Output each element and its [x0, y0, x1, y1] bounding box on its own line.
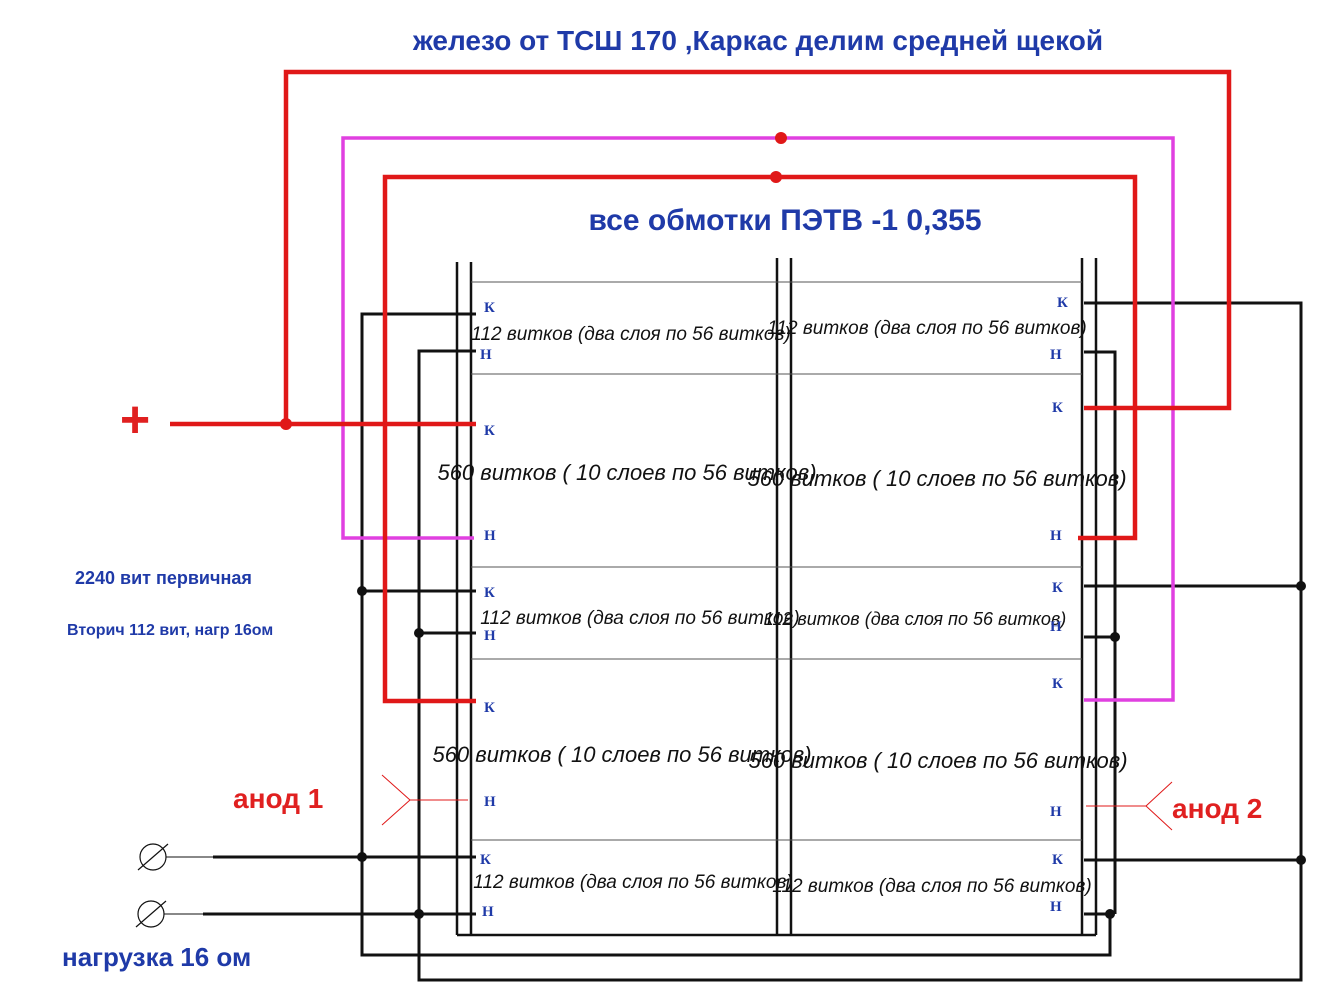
section-left-2-label: 560 витков ( 10 слоев по 56 витков) — [437, 460, 816, 485]
terminal-h-left-3: Н — [484, 628, 496, 644]
load-terminal-2-icon — [135, 900, 203, 928]
diagram-title: железо от ТСШ 170 ,Каркас делим средней … — [412, 25, 1103, 56]
primary-turns-note: 2240 вит первичная — [75, 568, 252, 588]
b-plus-sign: + — [120, 391, 150, 449]
terminal-h-right-1: Н — [1050, 347, 1062, 363]
junction-dots-black — [357, 581, 1306, 919]
section-right-3-label: 112 витков (два слоя по 56 витков) — [764, 609, 1067, 629]
section-right-1-label: 112 витков (два слоя по 56 витков) — [767, 318, 1086, 339]
terminal-h-left-2: Н — [484, 528, 496, 544]
section-left-1-label: 112 витков (два слоя по 56 витков) — [471, 324, 790, 345]
terminal-h-right-2: Н — [1050, 528, 1062, 544]
section-right-4-label: 560 витков ( 10 слоев по 56 витков) — [748, 748, 1127, 773]
section-right-5-label: 112 витков (два слоя по 56 витков) — [772, 876, 1091, 897]
load-terminal-1-icon — [137, 843, 213, 871]
section-left-3-label: 112 витков (два слоя по 56 витков) — [480, 608, 799, 629]
terminal-k-left-2: К — [484, 423, 495, 439]
anode-1-connector-icon — [381, 774, 468, 826]
terminal-h-right-5: Н — [1050, 899, 1062, 915]
terminal-k-right-5: К — [1052, 852, 1063, 868]
terminal-k-left-4: К — [484, 700, 495, 716]
section-right-2-label: 560 витков ( 10 слоев по 56 витков) — [747, 466, 1126, 491]
terminal-h-left-5: Н — [482, 904, 494, 920]
terminal-k-left-3: К — [484, 585, 495, 601]
b-plus-wires-red — [170, 69, 1232, 704]
junction-dots-red — [280, 132, 787, 430]
terminal-h-left-1: Н — [480, 347, 492, 363]
terminal-k-left-1: К — [484, 300, 495, 316]
anode-1-label: анод 1 — [233, 783, 323, 814]
bobbin-frame — [455, 258, 1098, 937]
terminal-h-left-4: Н — [484, 794, 496, 810]
winding-wire-note: все обмотки ПЭТВ -1 0,355 — [588, 204, 981, 237]
section-left-4-label: 560 витков ( 10 слоев по 56 витков) — [432, 742, 811, 767]
terminal-k-right-3: К — [1052, 580, 1063, 596]
load-label: нагрузка 16 ом — [62, 942, 251, 972]
section-left-5-label: 112 витков (два слоя по 56 витков) — [473, 872, 792, 893]
terminal-k-right-1: К — [1057, 295, 1068, 311]
terminal-h-right-4: Н — [1050, 804, 1062, 820]
primary-link-wire-magenta — [341, 136, 1175, 702]
terminal-k-left-5: К — [480, 852, 491, 868]
anode-2-connector-icon — [1086, 781, 1173, 831]
terminal-k-right-2: К — [1052, 400, 1063, 416]
terminal-h-right-3: Н — [1050, 619, 1062, 635]
anode-2-label: анод 2 — [1172, 793, 1262, 824]
secondary-wires-right — [1084, 301, 1303, 914]
terminal-k-right-4: К — [1052, 676, 1063, 692]
secondary-turns-note: Вторич 112 вит, нагр 16ом — [67, 622, 273, 639]
